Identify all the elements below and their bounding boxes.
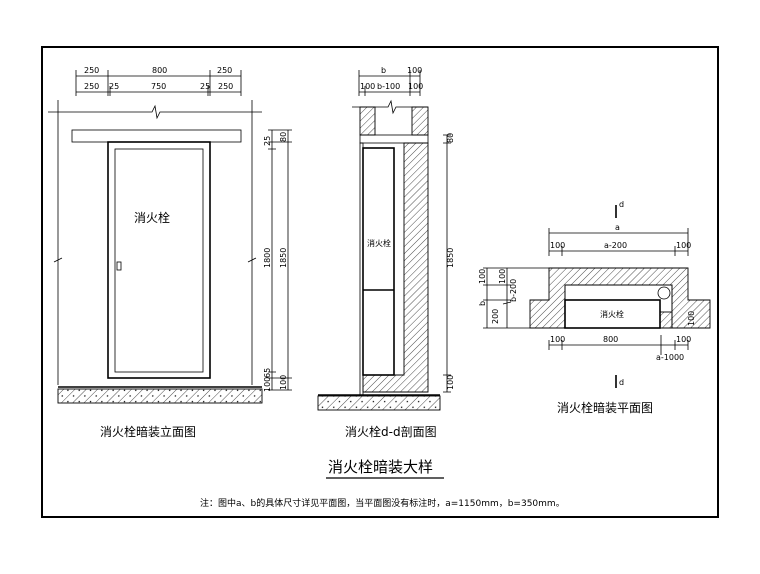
lintel xyxy=(71,129,242,143)
dim: 80 xyxy=(446,133,455,143)
cabinet-label: 消火栓 xyxy=(134,210,170,225)
dim: b xyxy=(381,66,386,75)
dim: 25 xyxy=(109,82,119,91)
cabinet-label: 消火栓 xyxy=(367,238,391,248)
drawing-title: 消火栓暗装大样 xyxy=(328,458,433,476)
dim: 1800 xyxy=(263,248,272,268)
dim: 25 xyxy=(200,82,210,91)
elevation-label: 消火栓暗装立面图 xyxy=(100,424,196,439)
dim: 250 xyxy=(217,66,232,75)
dim: 250 xyxy=(218,82,233,91)
dim: 800 xyxy=(152,66,167,75)
elevation-view: 250 800 250 250 25 750 25 250 消火栓 25 180… xyxy=(48,66,292,439)
dim: 100 xyxy=(446,375,455,390)
dim: 80 xyxy=(279,132,288,142)
section-label: 消火栓d-d剖面图 xyxy=(345,424,437,439)
cabinet-frame xyxy=(107,141,211,379)
dim: a xyxy=(615,223,620,232)
dim: 100 xyxy=(360,82,375,91)
section-view: b 100 100 b-100 100 消火栓 80 1850 100 消火栓d… xyxy=(317,66,455,439)
dim: 250 xyxy=(84,82,99,91)
dim: a-200 xyxy=(604,241,627,250)
dim: 100 xyxy=(279,375,288,390)
dim: 100 xyxy=(407,66,422,75)
dim: 250 xyxy=(84,66,99,75)
dim: 750 xyxy=(151,82,166,91)
floor xyxy=(317,395,441,411)
drawing-note: 注：图中a、b的具体尺寸详见平面图，当平面图没有标注时，a=1150mm，b=3… xyxy=(200,497,565,509)
dim: 1850 xyxy=(279,248,288,268)
dim: 1850 xyxy=(446,248,455,268)
dim: b xyxy=(478,301,487,306)
dim: 100 xyxy=(408,82,423,91)
dim: 100 xyxy=(550,241,565,250)
hose-reel xyxy=(657,286,671,300)
dim: 100 xyxy=(687,311,696,326)
dim: 100 xyxy=(263,377,272,392)
plan-label: 消火栓暗装平面图 xyxy=(557,400,653,415)
dim: 200 xyxy=(491,309,500,324)
dim: 800 xyxy=(603,335,618,344)
cabinet-door xyxy=(114,148,204,373)
dim: a-1000 xyxy=(656,353,684,362)
floor xyxy=(57,388,263,404)
cabinet-label: 消火栓 xyxy=(600,309,624,319)
dim: b-100 xyxy=(377,82,400,91)
sheet-frame xyxy=(41,46,719,518)
dim: 65 xyxy=(263,368,272,378)
section-mark: d xyxy=(619,200,624,209)
lintel xyxy=(359,134,429,144)
dim: 100 xyxy=(478,269,487,284)
dim: 100 xyxy=(676,335,691,344)
door-handle xyxy=(116,261,122,271)
plan-view: d d a 100 a-200 100 消火栓 100 b 200 100 b-… xyxy=(478,200,711,415)
section-mark: d xyxy=(619,378,624,387)
cabinet xyxy=(362,147,395,376)
dim: 100 xyxy=(550,335,565,344)
dim: 25 xyxy=(263,136,272,146)
dim: b-200 xyxy=(509,279,518,302)
dim: 100 xyxy=(498,269,507,284)
dim: 100 xyxy=(676,241,691,250)
